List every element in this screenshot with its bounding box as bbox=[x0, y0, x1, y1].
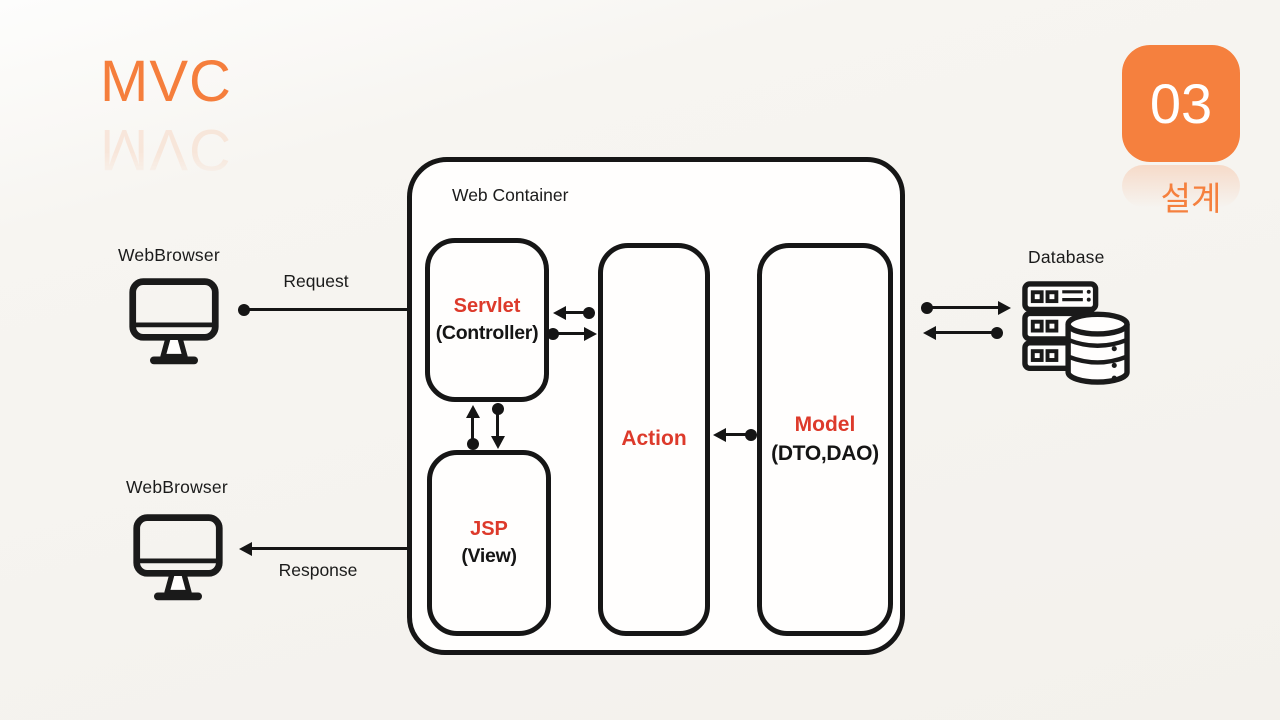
jsp-node: JSP (View) bbox=[427, 450, 551, 636]
servlet-node: Servlet (Controller) bbox=[425, 238, 549, 402]
action-node: Action bbox=[598, 243, 710, 636]
monitor-icon bbox=[133, 514, 223, 601]
servlet-title: Servlet bbox=[453, 294, 521, 317]
request-label: Request bbox=[283, 271, 349, 291]
web-container-box: Web Container Servlet (Controller) JSP (… bbox=[407, 157, 905, 655]
request-arrow bbox=[238, 302, 431, 317]
jsp-subtitle: (View) bbox=[461, 545, 517, 568]
page-title-reflection: MVC bbox=[100, 117, 232, 182]
chapter-caption: 설계 bbox=[1160, 180, 1222, 217]
model-to-action-arrow bbox=[713, 427, 757, 442]
webbrowser-bottom-label: WebBrowser bbox=[126, 477, 228, 497]
action-title: Action bbox=[621, 427, 687, 451]
database-server-icon bbox=[1022, 281, 1130, 385]
model-title: Model bbox=[794, 412, 856, 436]
jsp-to-servlet-arrow bbox=[465, 405, 480, 450]
database-label: Database bbox=[1028, 247, 1105, 267]
chapter-number-badge: 03 bbox=[1122, 45, 1240, 162]
database-to-container-arrow bbox=[923, 325, 1003, 340]
web-container-label: Web Container bbox=[452, 185, 569, 205]
model-node: Model (DTO,DAO) bbox=[757, 243, 893, 636]
servlet-subtitle: (Controller) bbox=[435, 322, 539, 345]
action-to-servlet-arrow bbox=[553, 305, 595, 320]
page-title: MVC bbox=[100, 49, 232, 114]
webbrowser-top-label: WebBrowser bbox=[118, 245, 220, 265]
jsp-title: JSP bbox=[470, 517, 508, 540]
servlet-to-action-arrow bbox=[547, 326, 597, 341]
chapter-badge-reflection bbox=[1122, 165, 1240, 207]
monitor-icon bbox=[129, 278, 219, 365]
container-to-database-arrow bbox=[921, 300, 1011, 315]
servlet-to-jsp-arrow bbox=[490, 403, 505, 449]
model-subtitle: (DTO,DAO) bbox=[771, 441, 879, 465]
response-label: Response bbox=[278, 560, 358, 580]
response-arrow bbox=[239, 541, 425, 556]
